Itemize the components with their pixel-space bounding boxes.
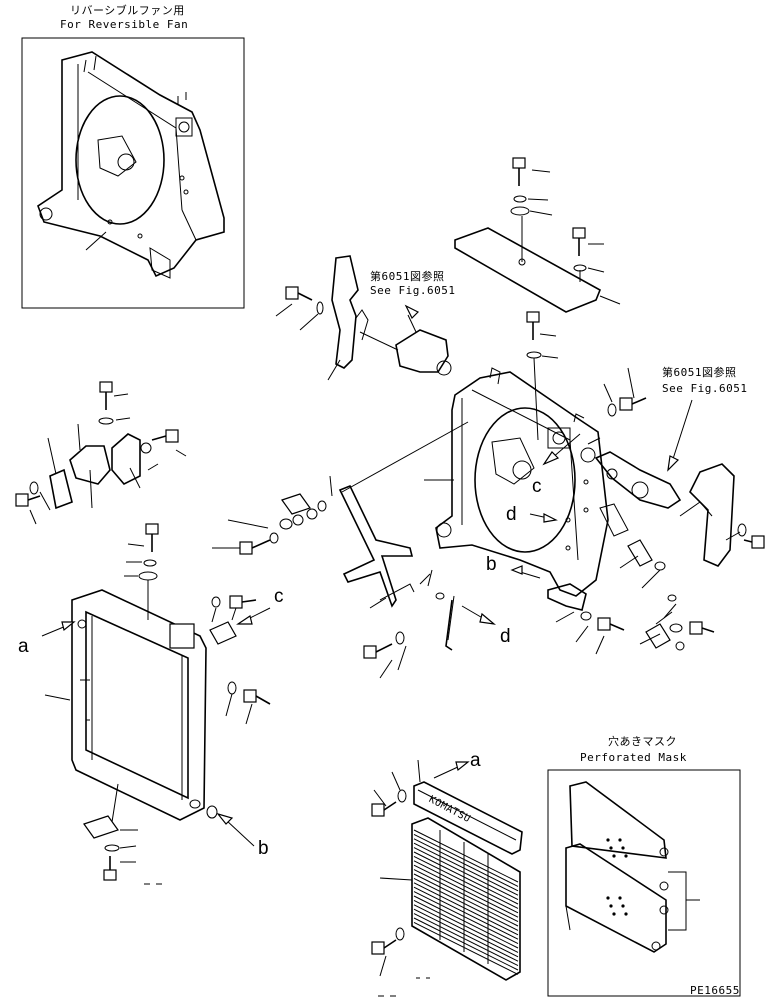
grille-slat bbox=[413, 873, 519, 927]
grille-slat bbox=[413, 913, 519, 967]
grille-slat bbox=[413, 921, 519, 975]
arrow-b-right bbox=[510, 565, 541, 579]
ref-upper-en: See Fig.6051 bbox=[370, 284, 456, 297]
grille-slat bbox=[413, 899, 519, 953]
callout-d-lower: d bbox=[500, 626, 511, 647]
callout-b-left: b bbox=[258, 838, 269, 859]
ref-upper-jp: 第6051図参照 bbox=[370, 270, 445, 283]
grille-slat bbox=[413, 864, 519, 918]
grille-slat bbox=[413, 847, 519, 901]
cable-band bbox=[419, 569, 455, 651]
frame-right-fasteners bbox=[209, 595, 271, 725]
perforation-dot bbox=[606, 838, 610, 842]
nameplate bbox=[413, 781, 523, 855]
bolt-left-upper bbox=[275, 286, 324, 331]
inset-reversible-fan bbox=[21, 37, 245, 309]
grille-mask bbox=[379, 817, 521, 981]
ref-right-en: See Fig.6051 bbox=[662, 382, 748, 395]
grille-slat bbox=[413, 904, 519, 958]
ref-right-jp: 第6051図参照 bbox=[662, 366, 737, 379]
spacer-right bbox=[599, 503, 666, 589]
bolt-top-2 bbox=[572, 227, 605, 273]
bolt-stay bbox=[363, 631, 407, 679]
grille-slat bbox=[413, 917, 519, 971]
perforation-dot bbox=[606, 896, 610, 900]
grille-slat bbox=[413, 895, 519, 949]
grille-slat bbox=[413, 886, 519, 940]
perforation-dot bbox=[621, 904, 625, 908]
perforated-title-en: Perforated Mask bbox=[580, 751, 687, 764]
bolt-right-mid bbox=[725, 523, 765, 549]
perforation-dot bbox=[612, 912, 616, 916]
arrow-a-lower bbox=[433, 761, 470, 779]
perforation-dot bbox=[621, 846, 625, 850]
grille-slat bbox=[413, 833, 519, 887]
reversible-fan-shroud bbox=[37, 51, 225, 279]
grille-slat bbox=[413, 908, 519, 962]
grille-slat bbox=[413, 829, 519, 883]
grille-slat bbox=[413, 855, 519, 909]
bolt-grille bbox=[371, 927, 430, 997]
arrow-b-left bbox=[216, 812, 255, 847]
bolt-right-upper bbox=[603, 367, 647, 417]
arrow-a-left bbox=[41, 621, 76, 637]
callout-c-left: c bbox=[274, 586, 284, 607]
bracket-right-lower bbox=[547, 583, 625, 655]
ref-fig-arrow-right bbox=[667, 399, 693, 472]
callout-c-right: c bbox=[532, 476, 542, 497]
reversible-title-en: For Reversible Fan bbox=[60, 18, 189, 31]
callout-a-lower: a bbox=[470, 750, 481, 771]
grille-slat bbox=[413, 891, 519, 945]
perforation-dot bbox=[612, 854, 616, 858]
frame-lower-bracket bbox=[83, 805, 218, 885]
spacer-right-lower bbox=[639, 594, 715, 651]
grille-slat bbox=[413, 838, 519, 892]
radiator-shroud bbox=[435, 367, 609, 597]
grille-slat bbox=[413, 860, 519, 914]
arrow-d-right bbox=[529, 513, 558, 523]
callout-d-right: d bbox=[506, 504, 517, 525]
inset-perforated-mask bbox=[547, 769, 741, 997]
stay-assembly bbox=[338, 484, 415, 609]
upper-hose bbox=[327, 255, 369, 381]
grille-slat bbox=[413, 869, 519, 923]
radiator-guard-frame bbox=[44, 589, 207, 823]
callout-b-right: b bbox=[486, 554, 497, 575]
grille-slat bbox=[413, 851, 519, 905]
perforation-dot bbox=[618, 838, 622, 842]
bracket-small-center bbox=[212, 475, 333, 555]
bracket-left-upper bbox=[15, 381, 187, 525]
page-code: PE16655 bbox=[690, 984, 740, 997]
perforation-dot bbox=[618, 896, 622, 900]
grille-slat bbox=[413, 882, 519, 936]
perforation-dot bbox=[609, 846, 613, 850]
grille-slat bbox=[413, 842, 519, 896]
grille-slat bbox=[413, 877, 519, 931]
reversible-title-jp: リバーシブルファン用 bbox=[70, 4, 185, 17]
bolt-frame-top bbox=[124, 523, 159, 620]
right-hose-assembly bbox=[594, 451, 735, 567]
perforation-dot bbox=[624, 912, 628, 916]
bolt-top-3 bbox=[526, 311, 559, 441]
bolt-top-1 bbox=[510, 157, 553, 216]
callout-a-left: a bbox=[18, 636, 29, 657]
perforated-title-jp: 穴あきマスク bbox=[608, 735, 677, 748]
arrow-c-left bbox=[236, 607, 271, 625]
sensor-unit-upper bbox=[359, 304, 452, 376]
perforation-dot bbox=[624, 854, 628, 858]
arrow-d-lower bbox=[461, 605, 497, 625]
bolt-nameplate bbox=[371, 759, 421, 817]
top-cover-plate bbox=[454, 216, 621, 313]
arrow-c-right bbox=[542, 433, 581, 466]
perforation-dot bbox=[609, 904, 613, 908]
